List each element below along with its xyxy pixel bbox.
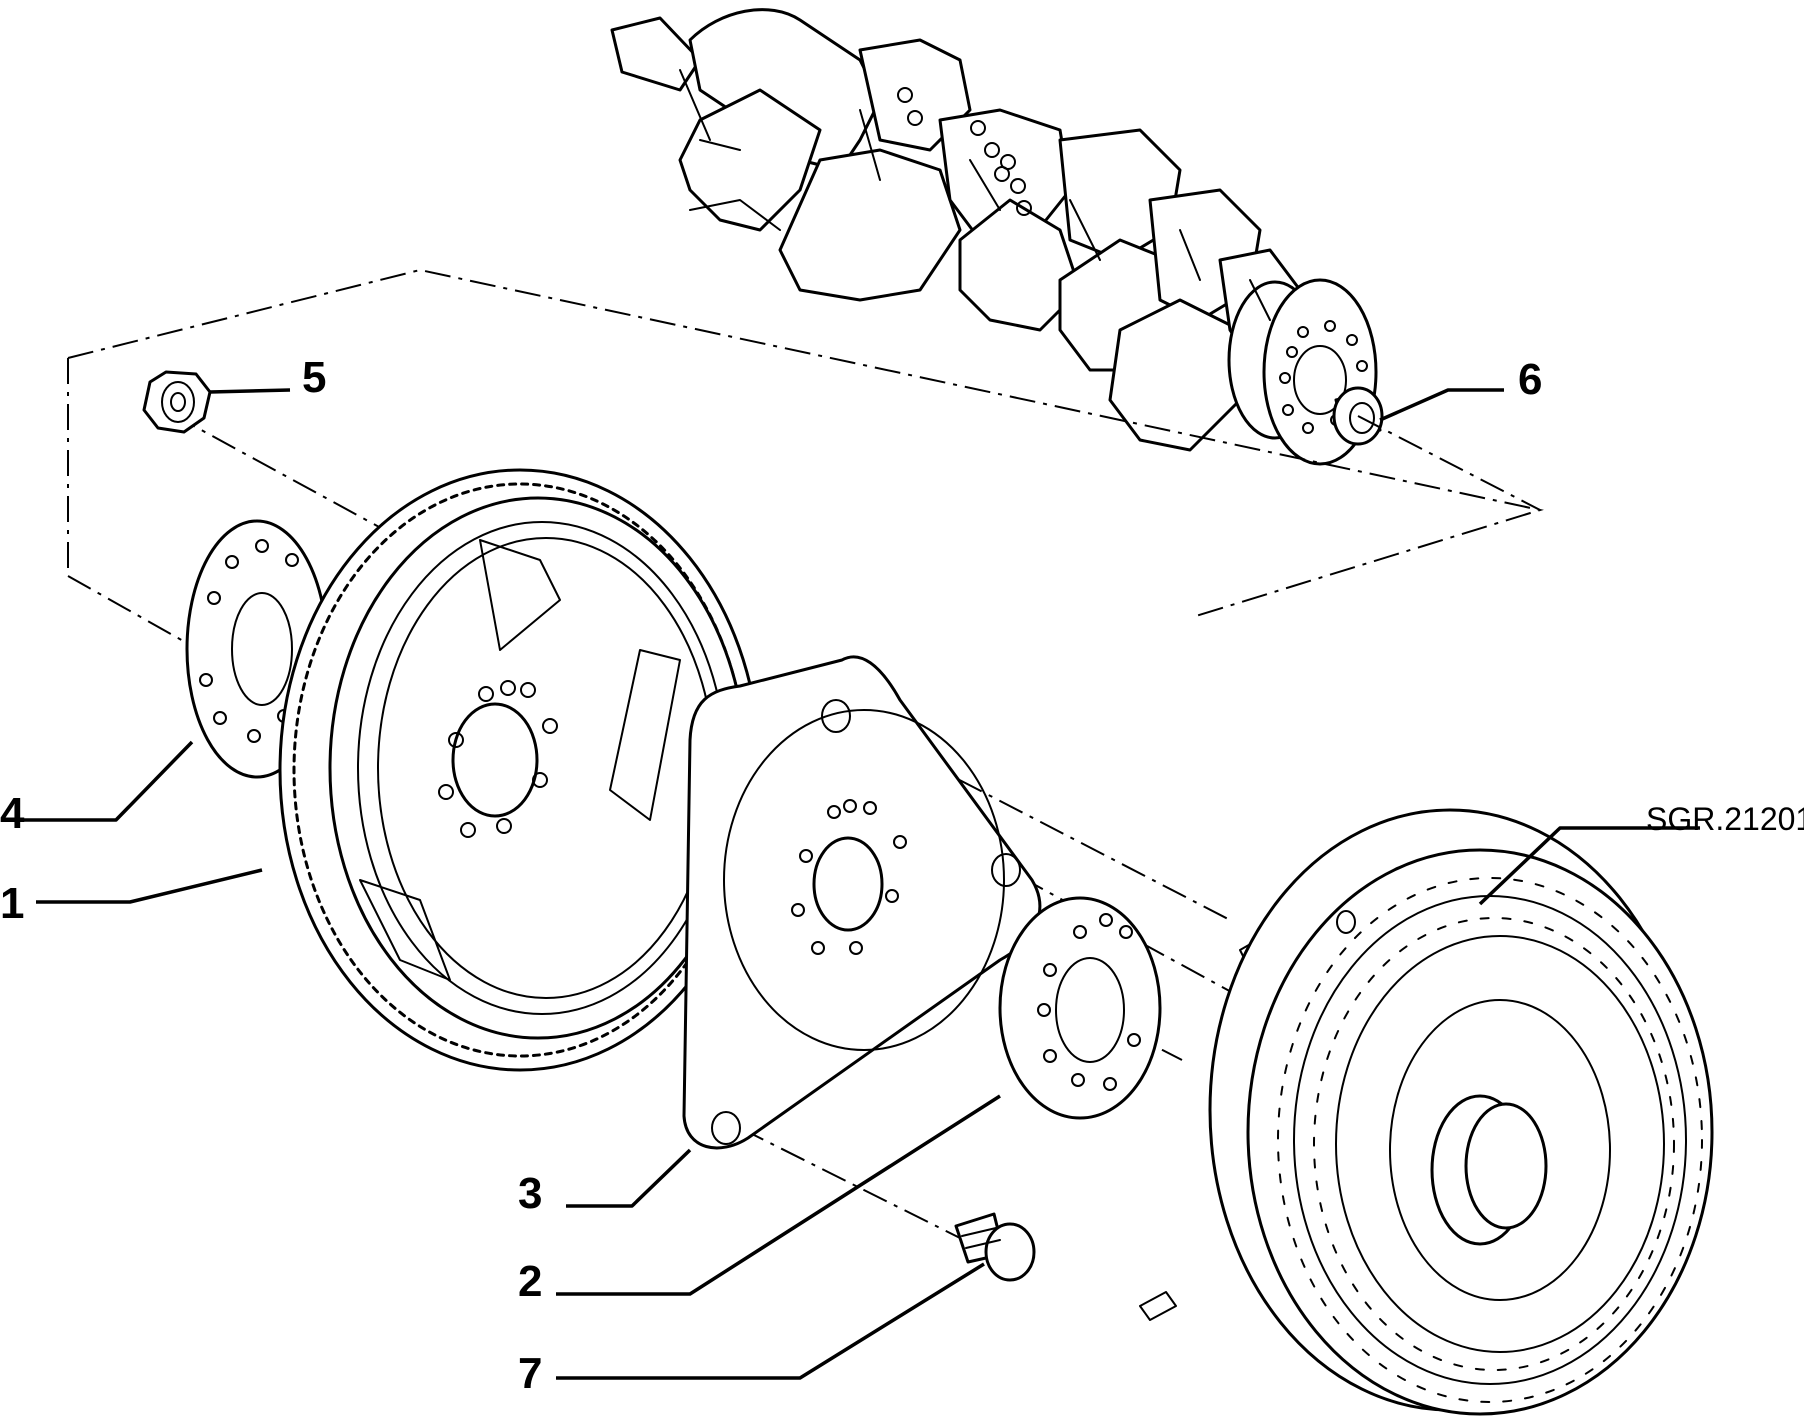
callout-6: 6: [1518, 355, 1542, 404]
bushing: [1332, 386, 1384, 446]
drive-plate: [682, 655, 1042, 1150]
assembly-frame: [67, 268, 1544, 617]
nut: [142, 370, 212, 434]
leader-2: [556, 1094, 1001, 1296]
callout-2: 2: [518, 1257, 542, 1306]
callout-5: 5: [302, 353, 326, 402]
leader-3: [566, 1148, 692, 1208]
callout-1: 1: [0, 879, 24, 928]
leader-5: [209, 388, 291, 394]
flywheel: [278, 468, 762, 1072]
callout-7: 7: [518, 1349, 542, 1398]
bolt: [954, 1212, 1036, 1282]
leader-ref: [1478, 826, 1700, 906]
leader-6: [1379, 388, 1504, 422]
leader-lines: [24, 388, 1700, 1380]
callout-4: 4: [0, 789, 25, 838]
spacer: [998, 896, 1162, 1120]
torque-converter: [1139, 808, 1714, 1416]
leader-1: [36, 868, 263, 904]
reference-code: SGR.21201: [1646, 801, 1804, 837]
leader-4: [24, 740, 194, 822]
crankshaft: [610, 8, 1378, 466]
leader-7: [556, 1262, 985, 1380]
callout-3: 3: [518, 1169, 542, 1218]
callout-labels: 1 2 3 4 5 6 7 SGR.21201: [0, 353, 1804, 1398]
